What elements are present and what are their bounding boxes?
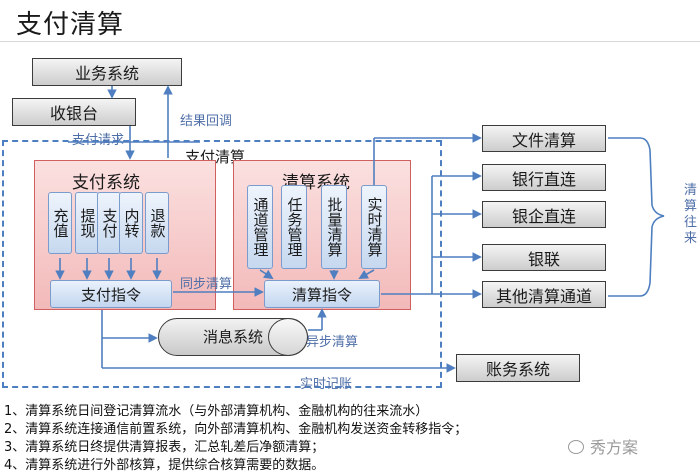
channel-other: 其他清算通道 (482, 281, 606, 308)
payment-instruction-box: 支付指令 (50, 280, 172, 308)
watermark: 秀方案 (568, 434, 638, 458)
cashier-box: 收银台 (12, 98, 136, 126)
payment-module-transfer: 内转 (119, 192, 143, 254)
sync-clearing-label: 同步清算 (180, 277, 233, 292)
channel-unionpay: 银联 (482, 244, 606, 271)
payment-module-recharge: 充值 (48, 192, 72, 254)
payment-system-title: 支付系统 (72, 173, 140, 193)
title-divider (0, 41, 700, 42)
payment-module-withdraw: 提现 (75, 192, 99, 254)
payment-clearing-zone (2, 140, 442, 388)
watermark-text: 秀方案 (590, 438, 639, 457)
payment-module-refund: 退款 (145, 192, 169, 254)
clearing-instruction-box: 清算指令 (264, 280, 380, 308)
clearing-module-task: 任务管理 (281, 185, 307, 269)
clearing-exchange-label: 清算往来 (684, 183, 698, 246)
note-3: 3、清算系统日终提供清算报表，汇总轧差后净额清算； (4, 440, 325, 455)
async-clearing-label: 异步清算 (306, 335, 359, 350)
note-4: 4、清算系统进行外部核算，提供综合核算需要的数据。 (4, 458, 325, 473)
result-callback-label: 结果回调 (180, 114, 233, 129)
channel-bank-enterprise: 银企直连 (482, 201, 606, 228)
business-system-box: 业务系统 (32, 58, 182, 86)
clearing-module-channel: 通道管理 (247, 185, 273, 269)
clearing-module-realtime: 实时清算 (361, 185, 387, 269)
message-system-cap (268, 318, 308, 356)
clearing-module-batch: 批量清算 (321, 185, 347, 269)
accounting-system-box: 账务系统 (456, 354, 580, 382)
channel-bank-direct: 银行直连 (482, 164, 606, 191)
page-title: 支付清算 (16, 10, 125, 40)
channel-file-clearing: 文件清算 (482, 125, 606, 152)
wechat-icon (568, 440, 584, 454)
payment-request-label: 支付请求 (72, 133, 125, 148)
note-2: 2、清算系统连接通信前置系统，向外部清算机构、金融机构发送资金转移指令； (4, 422, 468, 437)
note-1: 1、清算系统日间登记清算流水（与外部清算机构、金融机构的往来流水） (4, 404, 429, 419)
payment-module-pay: 支付 (97, 192, 121, 254)
realtime-accounting-label: 实时记账 (300, 377, 353, 392)
